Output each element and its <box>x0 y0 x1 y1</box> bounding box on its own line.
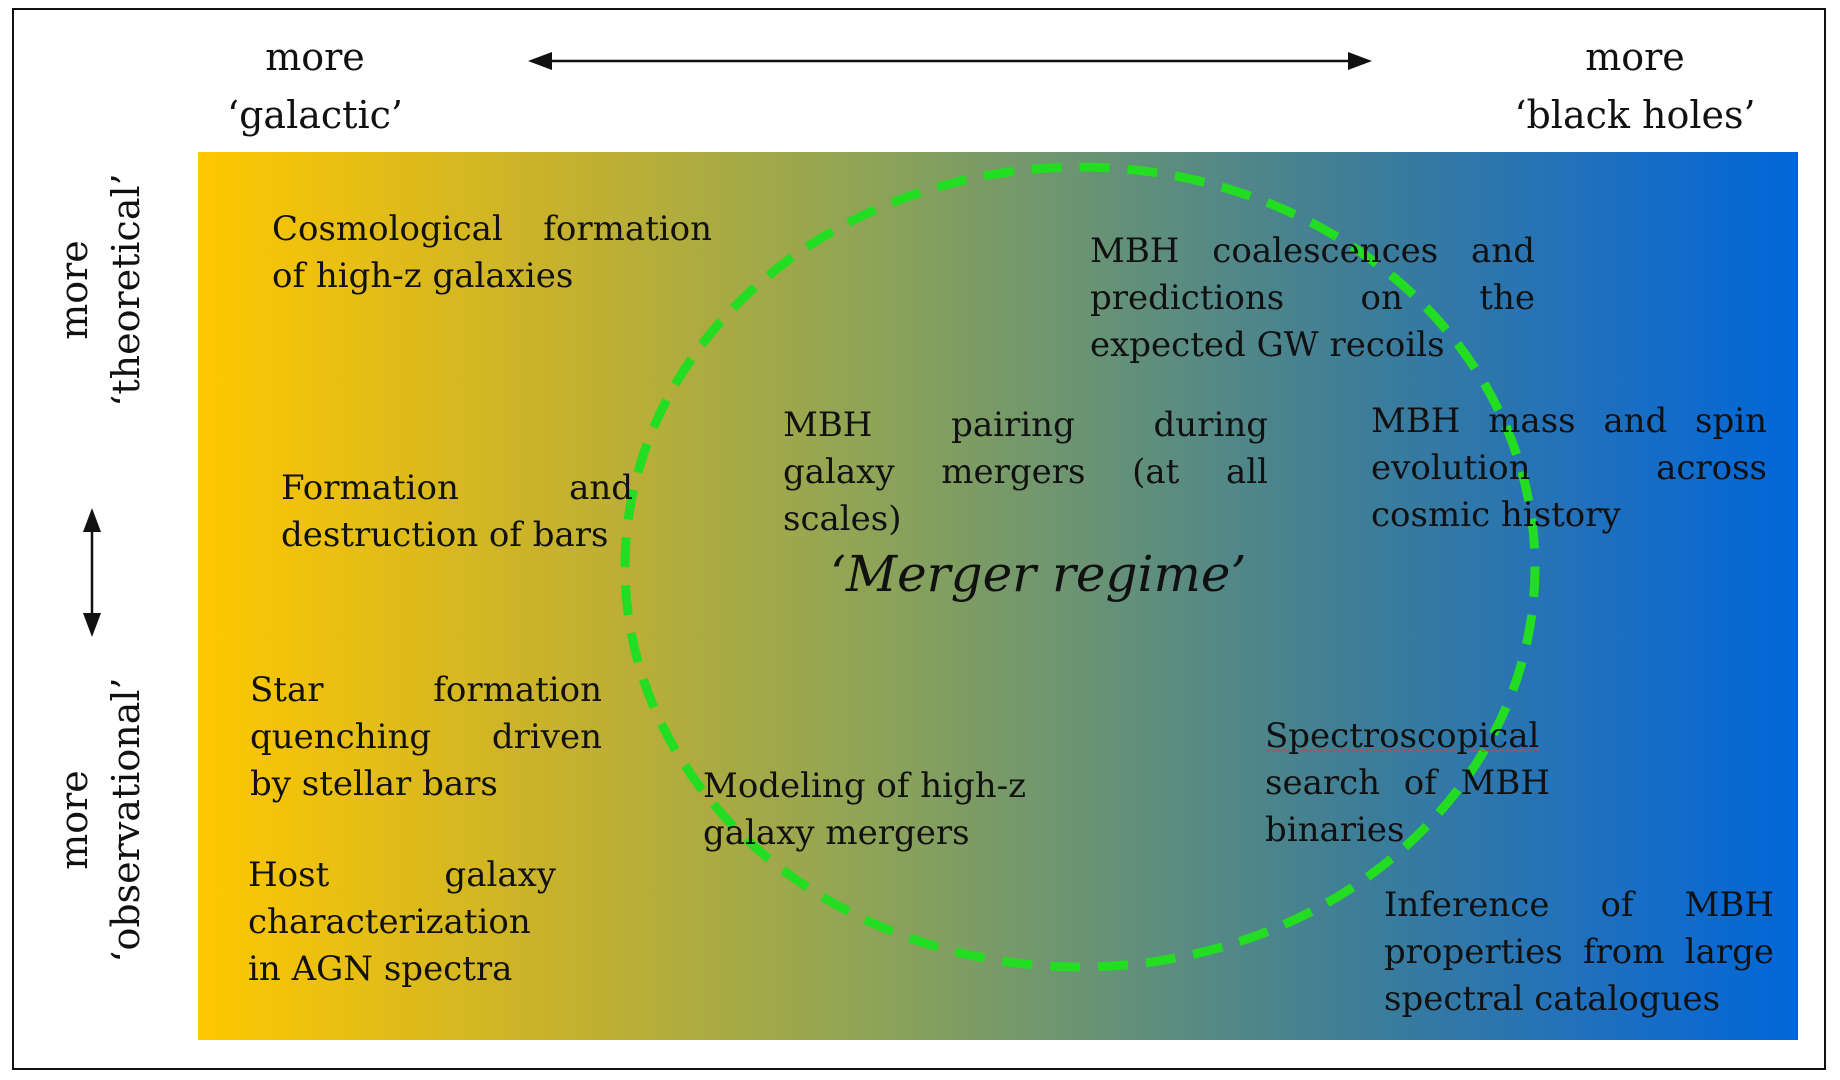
topic-line: binaries <box>1265 810 1405 850</box>
axis-label-black-holes-line1: more <box>1585 35 1685 79</box>
topic-line: galaxy mergers (at all <box>783 452 1268 492</box>
topic-line: cosmic history <box>1371 495 1621 535</box>
topic-bars: Formation and destruction of bars <box>281 465 633 559</box>
topic-line: Host galaxy <box>248 855 556 895</box>
axis-label-galactic-line1: more <box>265 35 365 79</box>
topic-mbh-mass-spin: MBH mass and spin evolution across cosmi… <box>1371 398 1767 539</box>
topic-star-formation-quenching: Star formation quenching driven by stell… <box>250 667 602 808</box>
topic-line: Inference of MBH <box>1384 885 1774 925</box>
topic-line: Formation and <box>281 468 633 508</box>
topic-modeling-mergers: Modeling of high-z galaxy mergers <box>703 763 1063 857</box>
topic-line: Spectroscopical <box>1265 716 1540 756</box>
axis-label-galactic: more ‘galactic’ <box>200 28 430 144</box>
topic-inference-mbh: Inference of MBH properties from large s… <box>1384 882 1774 1023</box>
topic-line: galaxy mergers <box>703 813 970 853</box>
topic-line: expected GW recoils <box>1090 325 1445 365</box>
topic-mbh-coalescences: MBH coalescences and predictions on the … <box>1090 228 1535 369</box>
topic-line: search of MBH <box>1265 763 1550 803</box>
topic-line: properties from large <box>1384 932 1774 972</box>
topic-cosmological-formation: Cosmological formation of high-z galaxie… <box>272 206 712 300</box>
topic-line: Cosmological formation <box>272 209 712 249</box>
axis-label-black-holes-line2: ‘black holes’ <box>1514 93 1756 137</box>
topic-line: evolution across <box>1371 448 1767 488</box>
topic-line: spectral catalogues <box>1384 979 1721 1019</box>
axis-label-black-holes: more ‘black holes’ <box>1490 28 1780 144</box>
topic-line: scales) <box>783 499 902 539</box>
topic-line: predictions on the <box>1090 278 1535 318</box>
topic-line: of high-z galaxies <box>272 256 574 296</box>
topic-line: characterization <box>248 902 531 942</box>
topic-line: by stellar bars <box>250 764 498 804</box>
topic-host-galaxy: Host galaxy characterization in AGN spec… <box>248 852 556 993</box>
topic-spectroscopical-search: Spectroscopical search of MBH binaries <box>1265 713 1550 854</box>
topic-line: quenching driven <box>250 717 602 757</box>
topic-line: MBH pairing during <box>783 405 1268 445</box>
merger-regime-label: ‘Merger regime’ <box>830 545 1247 603</box>
topic-mbh-pairing: MBH pairing during galaxy mergers (at al… <box>783 402 1268 543</box>
topic-line: destruction of bars <box>281 515 609 555</box>
figure-frame <box>12 8 1826 1070</box>
horizontal-double-arrow <box>528 52 1372 70</box>
axis-label-galactic-line2: ‘galactic’ <box>227 93 403 137</box>
topic-line: Modeling of high-z <box>703 766 1027 806</box>
topic-line: in AGN spectra <box>248 949 513 989</box>
topic-line: MBH mass and spin <box>1371 401 1767 441</box>
merger-regime-ellipse <box>620 162 1540 972</box>
vertical-double-arrow <box>83 508 101 637</box>
topic-line: Star formation <box>250 670 602 710</box>
topic-line: MBH coalescences and <box>1090 231 1535 271</box>
